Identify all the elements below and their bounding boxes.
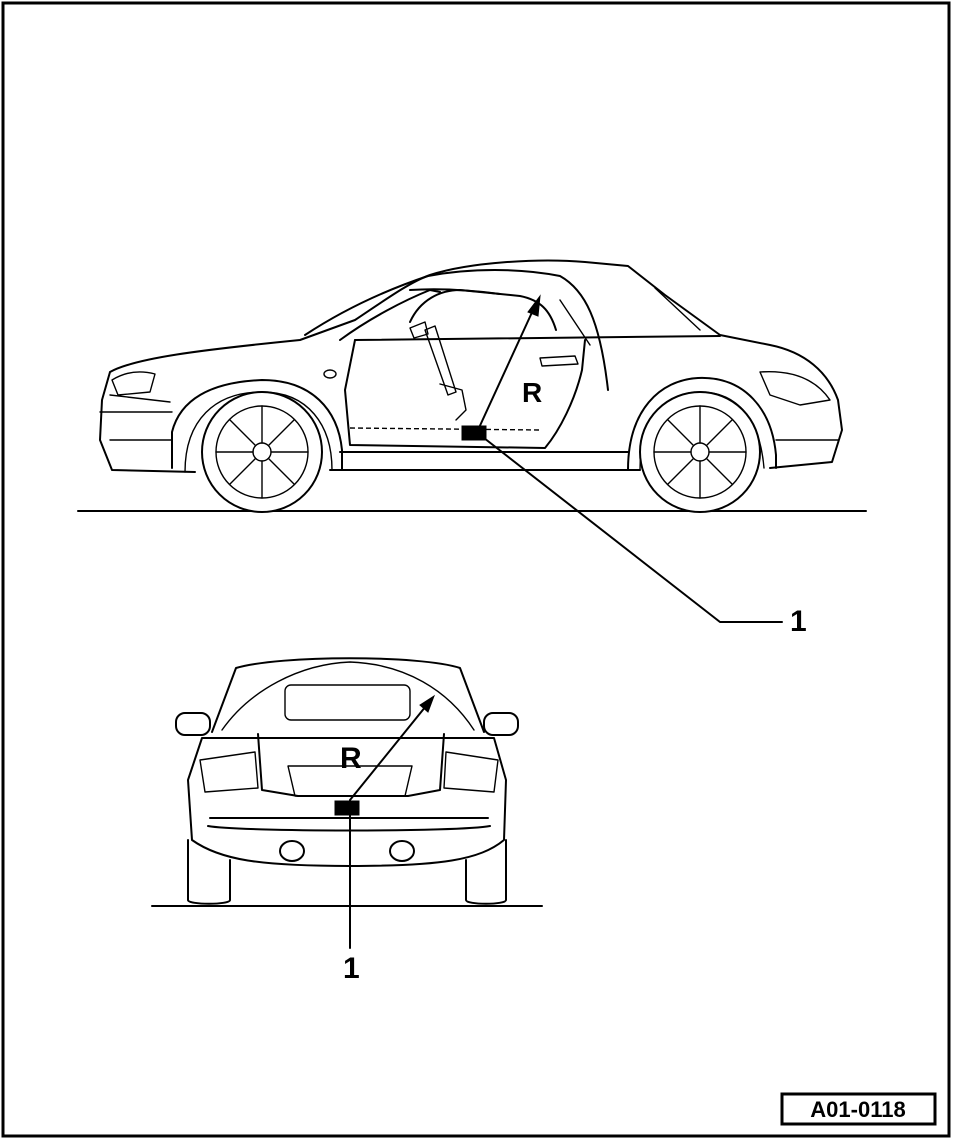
rear-trunk-mark: R: [340, 742, 362, 775]
rear-window: [284, 684, 411, 721]
figure-id: A01-0118: [810, 1097, 905, 1122]
rear-left-tire: [187, 839, 231, 905]
rear-taillight: [759, 371, 831, 406]
side-arrow-line: [477, 307, 535, 431]
rear-wheel: [639, 391, 761, 513]
front-wheel: [201, 391, 323, 513]
rear-right-mirror: [483, 712, 519, 736]
rear-right-tire: [465, 839, 507, 905]
car-body-outline: [99, 259, 843, 473]
side-mirror: [409, 321, 429, 339]
headlight: [111, 371, 156, 396]
side-door-mark: R: [522, 377, 542, 408]
seat: [424, 325, 467, 421]
door-dashed-line: [349, 427, 541, 431]
side-callout-number: 1: [790, 605, 807, 638]
figure-id-box: [780, 1092, 937, 1126]
side-arrow-head: [527, 294, 541, 317]
rear-arrow-line: [349, 705, 427, 801]
door-handle: [539, 355, 579, 367]
front-bumper-line: [99, 394, 173, 413]
side-marker-front: [323, 369, 337, 379]
side-view-car: R 1: [77, 259, 867, 638]
rear-left-mirror: [175, 712, 211, 736]
side-label-plate: [461, 425, 487, 441]
door-window-frame: [409, 289, 557, 331]
side-callout-leader: [483, 437, 783, 623]
rear-label-plate: [334, 800, 360, 816]
rear-right-taillight: [443, 751, 499, 793]
right-exhaust: [389, 840, 415, 862]
rear-arrow-head: [419, 694, 435, 713]
rear-wheel-arch: [627, 376, 777, 471]
rear-soft-top: [211, 657, 485, 733]
side-sill: [334, 451, 631, 471]
left-exhaust: [279, 840, 305, 862]
license-plate-recess: [287, 765, 413, 797]
rear-view-car: R 1: [151, 657, 543, 985]
rear-left-taillight: [199, 751, 259, 793]
windshield-frame: [304, 275, 441, 341]
rear-window-arc: [221, 661, 475, 731]
rear-callout-number: 1: [343, 952, 360, 985]
beltline: [354, 335, 721, 341]
